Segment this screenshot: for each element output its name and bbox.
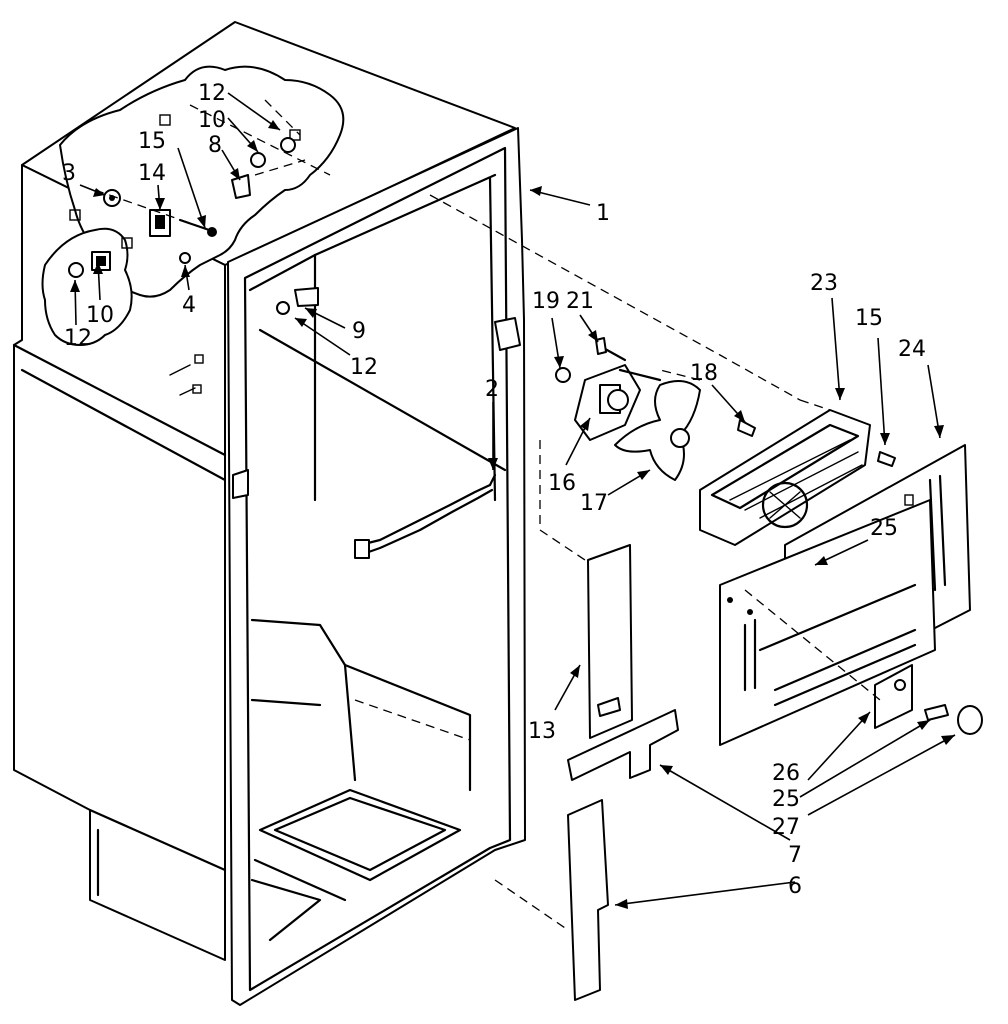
callout-25-lower: 25 (772, 787, 800, 812)
fan-blade (614, 380, 701, 481)
duct-slot (597, 697, 621, 717)
callout-1: 1 (596, 201, 610, 226)
evaporator-fan-motor (555, 337, 662, 441)
callout-16: 16 (548, 471, 576, 496)
callout-2: 2 (485, 377, 499, 402)
assembly-lines (94, 99, 881, 931)
callout-7: 7 (788, 843, 802, 868)
callout-15-right: 15 (855, 306, 883, 331)
air-duct-13 (587, 544, 633, 739)
callout-12-mid: 12 (350, 355, 378, 380)
callout-12-left: 12 (64, 326, 92, 351)
callout-23: 23 (810, 271, 838, 296)
capillary-tube (354, 473, 497, 559)
callout-10-top: 10 (198, 108, 226, 133)
callout-26: 26 (772, 761, 800, 786)
callout-27: 27 (772, 815, 800, 840)
callout-9: 9 (352, 319, 366, 344)
callout-25-upper: 25 (870, 516, 898, 541)
callout-8: 8 (208, 133, 222, 158)
callout-3: 3 (62, 161, 76, 186)
callout-13: 13 (528, 719, 556, 744)
refrigerator-cabinet (12, 21, 526, 1006)
callout-6: 6 (788, 874, 802, 899)
callout-18: 18 (690, 361, 718, 386)
callout-17: 17 (580, 491, 608, 516)
callout-12-top: 12 (198, 81, 226, 106)
callout-10-left: 10 (86, 303, 114, 328)
callout-4: 4 (182, 293, 196, 318)
callout-21: 21 (566, 289, 594, 314)
callout-14: 14 (138, 161, 166, 186)
callout-19: 19 (532, 289, 560, 314)
knob-assembly (874, 664, 983, 735)
callout-labels: 1 2 3 4 6 7 8 9 10 10 12 12 12 13 14 15 … (62, 81, 926, 899)
screw-18 (737, 419, 756, 437)
control-housing-panel (719, 499, 936, 746)
callout-24: 24 (898, 337, 926, 362)
leader-arrows (70, 92, 956, 909)
callout-15-left: 15 (138, 129, 166, 154)
duct-cover-6 (567, 799, 609, 1001)
baffle-7 (567, 709, 679, 781)
